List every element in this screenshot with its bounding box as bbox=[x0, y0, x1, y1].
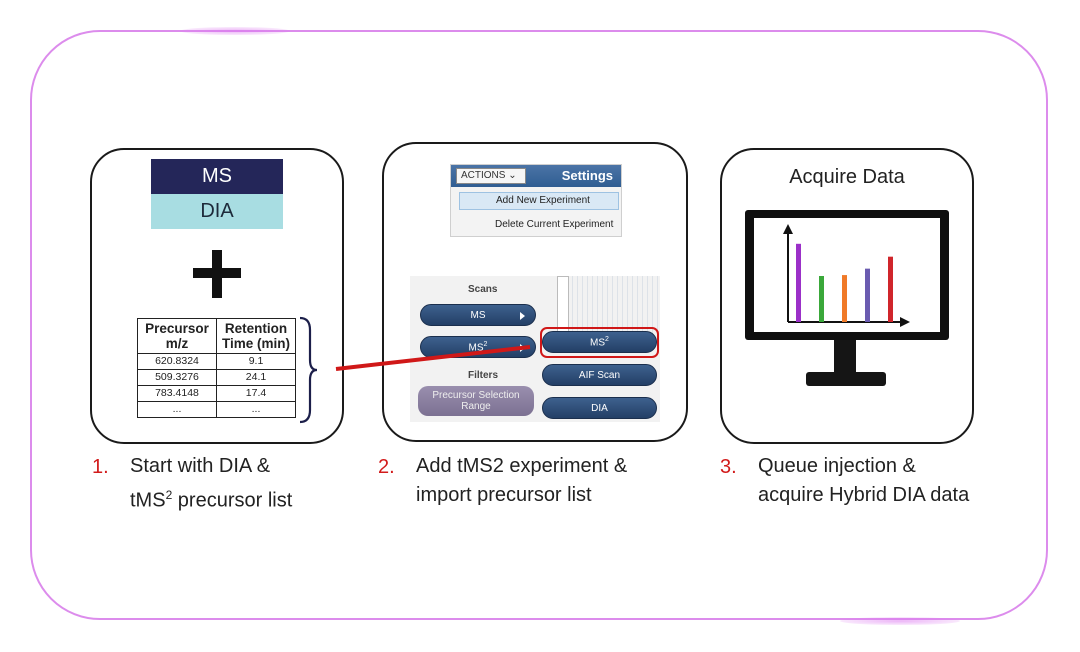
monitor-base bbox=[806, 372, 886, 386]
add-new-experiment-item[interactable]: Add New Experiment bbox=[459, 192, 619, 210]
scans-label: Scans bbox=[468, 284, 498, 295]
actions-menu-screenshot: ACTIONS ⌄ Settings Add New Experiment De… bbox=[450, 164, 622, 237]
ms2-experiment-button[interactable]: MS2 bbox=[542, 331, 657, 353]
step2-caption: Add tMS2 experiment &import precursor li… bbox=[416, 455, 628, 506]
dia-block: DIA bbox=[151, 194, 283, 229]
chart-bar bbox=[888, 256, 893, 322]
chart-bar bbox=[819, 276, 824, 322]
ms2-highlight-box bbox=[540, 327, 659, 358]
actions-dropdown[interactable]: ACTIONS ⌄ bbox=[456, 168, 526, 184]
plus-icon bbox=[193, 268, 241, 278]
settings-label: Settings bbox=[561, 168, 613, 183]
step2-number: 2. bbox=[378, 456, 395, 478]
aif-scan-button[interactable]: AIF Scan bbox=[542, 364, 657, 386]
grid-pane bbox=[557, 276, 660, 336]
step3-caption: Queue injection &acquire Hybrid DIA data bbox=[758, 455, 970, 506]
chart-bar bbox=[865, 268, 870, 322]
acquire-data-title: Acquire Data bbox=[789, 166, 905, 188]
frame-glow bbox=[180, 27, 290, 35]
delete-experiment-item[interactable]: Delete Current Experiment bbox=[495, 219, 614, 230]
step3-number: 3. bbox=[720, 456, 737, 478]
filters-label: Filters bbox=[468, 370, 499, 381]
bar-chart-icon bbox=[783, 224, 910, 327]
dia-button[interactable]: DIA bbox=[542, 397, 657, 419]
monitor-stand bbox=[834, 340, 856, 374]
step1-number: 1. bbox=[92, 456, 109, 478]
table-row: ...... bbox=[137, 401, 296, 418]
ms-block: MS bbox=[151, 159, 283, 194]
arrow-right-icon bbox=[520, 312, 525, 320]
frame-glow bbox=[840, 617, 960, 625]
chart-bar bbox=[842, 275, 847, 322]
settings-bar: ACTIONS ⌄ Settings bbox=[451, 165, 621, 187]
chevron-down-icon: ⌄ bbox=[508, 170, 517, 181]
step1-caption: Start with DIA &tMS2 precursor list bbox=[130, 455, 293, 512]
right-brace-icon bbox=[299, 316, 318, 424]
chart-bar bbox=[796, 243, 801, 322]
monitor-screen bbox=[754, 218, 940, 332]
ms-scan-button[interactable]: MS bbox=[420, 304, 536, 326]
